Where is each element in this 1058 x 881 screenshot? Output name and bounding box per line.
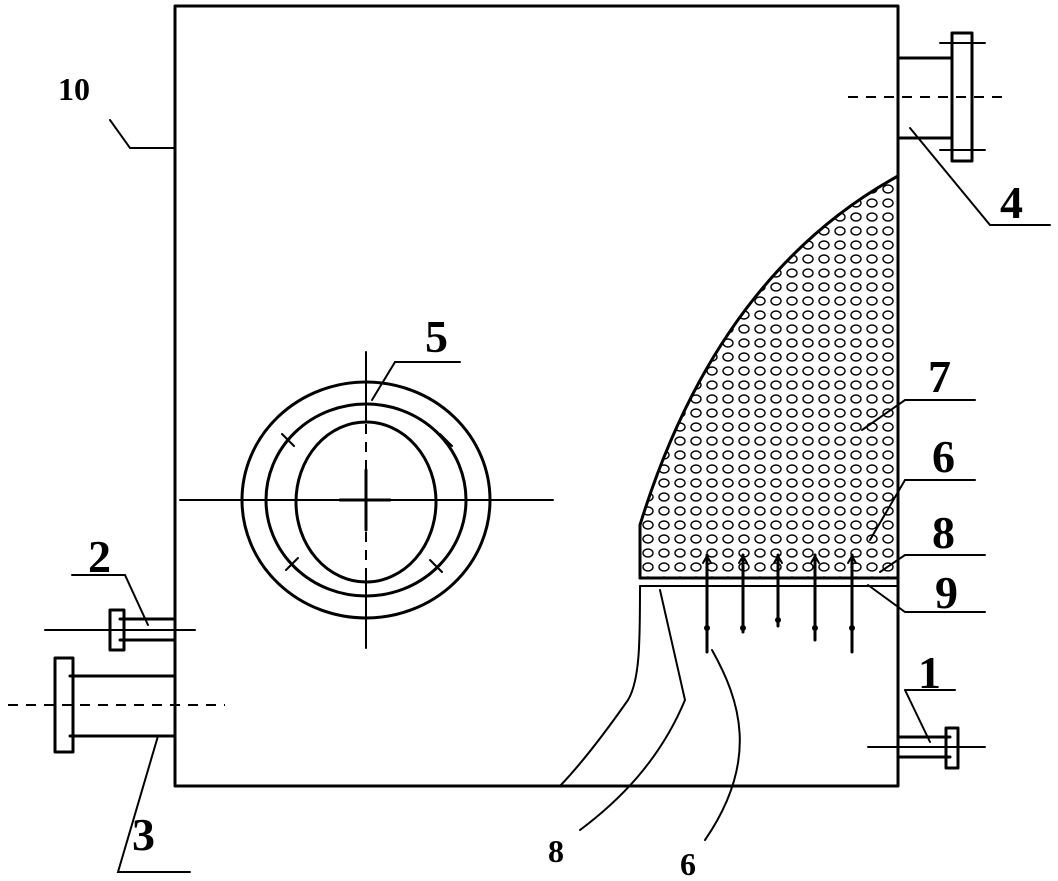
label-3: 3	[132, 809, 155, 860]
inlet-nozzle-2	[44, 608, 196, 652]
label-8-lower: 8	[548, 833, 564, 869]
packing-mesh	[638, 174, 900, 580]
label-2: 2	[88, 531, 111, 582]
outlet-nozzle-4	[848, 31, 1005, 163]
manhole	[179, 351, 554, 649]
label-7: 7	[928, 351, 951, 402]
nozzle-tubes	[702, 553, 857, 654]
drain-line	[559, 585, 641, 787]
outlet-nozzle-1	[867, 726, 986, 770]
label-6-lower: 6	[680, 846, 696, 881]
label-9: 9	[935, 567, 958, 618]
label-8-upper: 8	[932, 507, 955, 558]
inlet-nozzle-3	[8, 656, 225, 754]
leader-lines	[71, 119, 1051, 873]
label-4: 4	[1000, 177, 1023, 228]
label-10: 10	[58, 71, 90, 107]
label-6-upper: 6	[932, 431, 955, 482]
label-5: 5	[425, 311, 448, 362]
label-1: 1	[918, 647, 941, 698]
